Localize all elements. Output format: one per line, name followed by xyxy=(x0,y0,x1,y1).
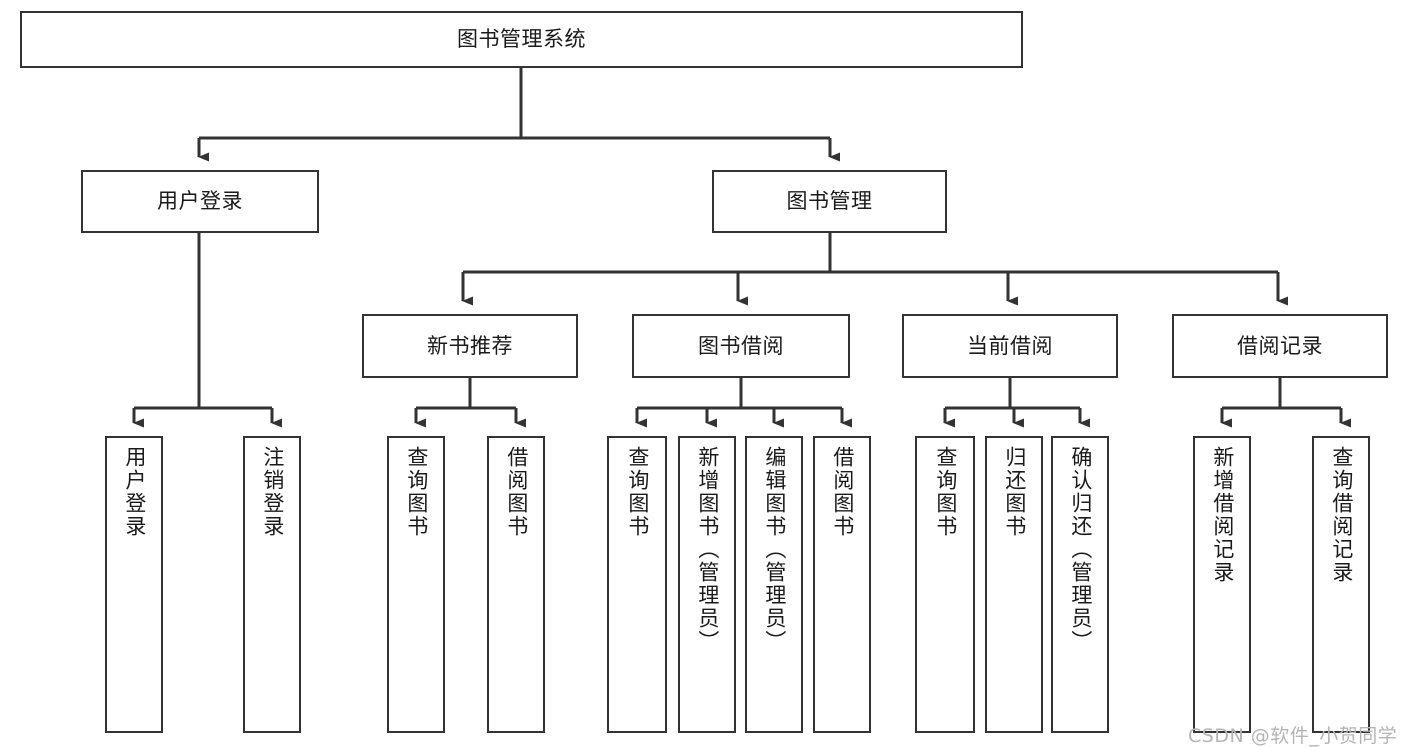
node-n-current-borrow[interactable]: 当前借阅 xyxy=(902,314,1118,378)
node-n-user-login[interactable]: 用户登录 xyxy=(81,170,319,233)
node-l-user-login[interactable]: 用户登录 xyxy=(105,436,163,733)
csdn-watermark: CSDN @软件_小贺同学 xyxy=(1188,725,1398,747)
node-label: 借阅图书 xyxy=(504,446,529,538)
node-label: 查询图书 xyxy=(625,446,650,538)
node-n-book-borrow[interactable]: 图书借阅 xyxy=(632,314,850,378)
node-label: 查询图书 xyxy=(933,446,958,538)
node-l-brw-add-book[interactable]: 新增图书（管理员） xyxy=(678,436,736,733)
node-l-rec-add[interactable]: 新增借阅记录 xyxy=(1193,436,1251,733)
node-n-borrow-record[interactable]: 借阅记录 xyxy=(1172,314,1388,378)
node-n-book-manage[interactable]: 图书管理 xyxy=(712,170,947,233)
node-label: 新书推荐 xyxy=(427,333,513,358)
node-label: 查询借阅记录 xyxy=(1329,446,1354,584)
node-l-brw-edit-book[interactable]: 编辑图书（管理员） xyxy=(745,436,803,733)
node-label: 图书管理系统 xyxy=(457,27,586,52)
node-root[interactable]: 图书管理系统 xyxy=(20,11,1023,68)
node-n-new-book-rec[interactable]: 新书推荐 xyxy=(362,314,578,378)
node-label: 编辑图书（管理员） xyxy=(762,446,787,653)
node-label: 新增图书（管理员） xyxy=(695,446,720,653)
node-l-cur-confirm[interactable]: 确认归还（管理员） xyxy=(1051,436,1109,733)
node-l-rec-query-book[interactable]: 查询图书 xyxy=(387,436,445,733)
node-l-brw-borrow-book[interactable]: 借阅图书 xyxy=(813,436,871,733)
node-label: 用户登录 xyxy=(157,189,243,214)
node-label: 图书借阅 xyxy=(698,333,784,358)
node-label: 确认归还（管理员） xyxy=(1068,446,1093,653)
node-l-brw-query-book[interactable]: 查询图书 xyxy=(607,436,667,733)
node-label: 借阅图书 xyxy=(830,446,855,538)
node-l-rec-borrow-book[interactable]: 借阅图书 xyxy=(487,436,545,733)
node-label: 图书管理 xyxy=(786,189,873,214)
node-l-rec-query[interactable]: 查询借阅记录 xyxy=(1312,436,1370,733)
node-l-cur-return-book[interactable]: 归还图书 xyxy=(985,436,1043,733)
node-label: 归还图书 xyxy=(1002,446,1027,538)
node-label: 查询图书 xyxy=(404,446,429,538)
node-label: 当前借阅 xyxy=(967,333,1053,358)
node-label: 新增借阅记录 xyxy=(1210,446,1235,584)
node-l-cur-query-book[interactable]: 查询图书 xyxy=(915,436,975,733)
node-l-user-logout[interactable]: 注销登录 xyxy=(243,436,301,733)
node-label: 注销登录 xyxy=(260,446,285,538)
node-label: 借阅记录 xyxy=(1237,333,1323,358)
node-label: 用户登录 xyxy=(122,446,147,538)
